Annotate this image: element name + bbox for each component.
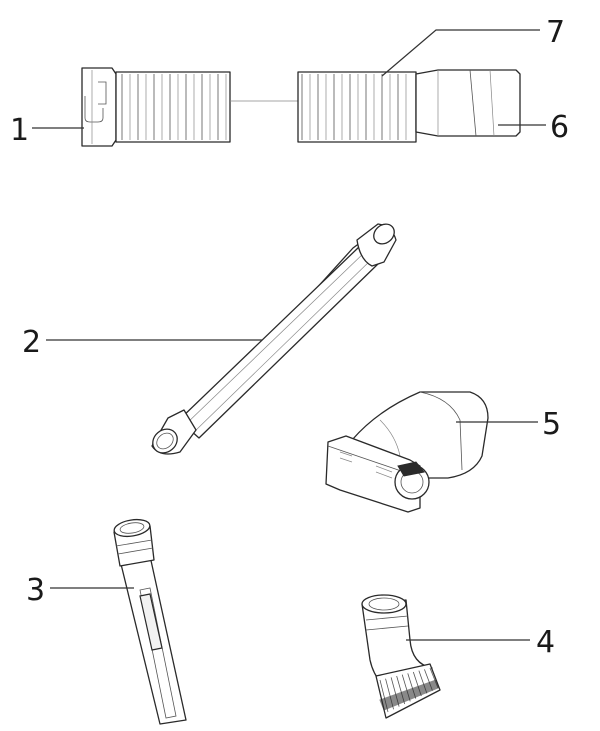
turbo-brush: [325, 391, 489, 513]
callout-labels: 1 2 3 4 5 6 7: [10, 15, 569, 660]
hose-assembly: [81, 67, 521, 147]
hose-cuff: [81, 67, 117, 147]
callout-1: 1: [10, 113, 29, 148]
callout-7: 7: [546, 15, 565, 50]
wand-tube: [178, 245, 381, 439]
callout-4: 4: [536, 625, 555, 660]
callout-2: 2: [22, 325, 41, 360]
callout-3: 3: [26, 573, 45, 608]
dusting-brush: [361, 594, 441, 719]
callout-5: 5: [542, 407, 561, 442]
hose-left-section: [115, 71, 231, 143]
crevice-tool: [113, 518, 187, 725]
callout-6: 6: [550, 110, 569, 145]
leader-line-7: [381, 29, 540, 77]
hose-end-connector: [415, 69, 521, 137]
extension-wand: [151, 223, 397, 455]
leader-lines: [32, 29, 546, 641]
